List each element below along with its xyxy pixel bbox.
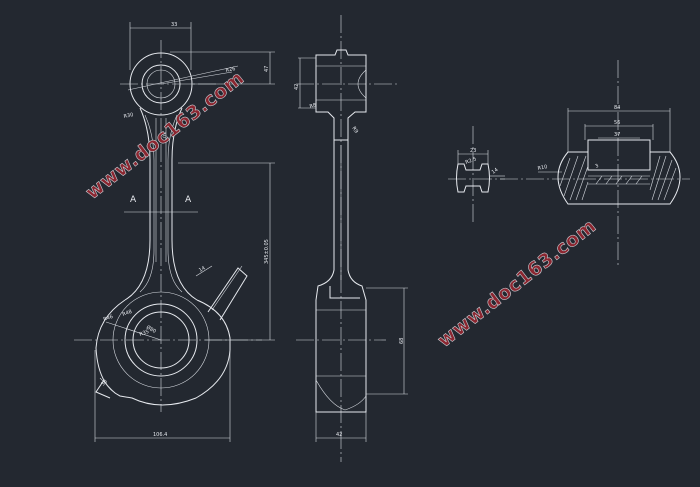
shank-inner-left [139, 114, 155, 293]
leader-small-r [127, 65, 239, 91]
dim-side-height: 68 [399, 338, 405, 344]
shank-inner-right [167, 114, 183, 293]
dim-big-end-r2: R48 [122, 309, 133, 318]
side-web [315, 140, 367, 413]
dim-small-end-height: 47 [264, 66, 270, 72]
section-label-right: A [185, 195, 192, 205]
dim-side-top: 42 [294, 84, 300, 90]
dim-bore-small: R26 [225, 66, 236, 74]
dim-center-distance: 345±0.05 [264, 239, 270, 264]
side-head-bushing [357, 69, 367, 99]
big-end-outer-ring [124, 303, 198, 377]
dim-detail-w3: 37 [614, 132, 620, 138]
dim-top-width: 33 [171, 22, 177, 28]
side-cap [329, 286, 360, 299]
shank-right-edge [171, 107, 198, 301]
leader-small-r2 [160, 71, 233, 85]
dim-side-r2: R9 [350, 126, 359, 135]
dim-side-bottom: 42 [336, 432, 342, 438]
detail-outline [557, 151, 681, 205]
leader-bolt [99, 377, 115, 393]
dim-angle: 30° [160, 131, 168, 141]
dim-section-width: 23 [470, 148, 476, 154]
big-end-bore [132, 311, 190, 369]
leader-flank [195, 265, 213, 277]
big-end-outline [95, 299, 231, 406]
shank-left-edge [124, 107, 151, 301]
watermark-1: www.doc163.com [82, 67, 249, 204]
dim-overall-width: 106.4 [153, 432, 167, 438]
dim-detail-r: R10 [537, 164, 548, 172]
dim-rod-flank: 14 [198, 265, 207, 273]
watermark-2: www.doc163.com [434, 215, 601, 352]
dim-big-end-r3: R35 [139, 329, 150, 338]
lower-notch [95, 379, 111, 399]
section-a-a: 23 R2.5 14 [448, 126, 505, 222]
front-view: A A 33 47 R26 R30 30° 345±0.05 14 R46 R4… [74, 22, 275, 442]
dim-side-r: R8 [309, 102, 317, 110]
detail-top-plate [587, 139, 651, 171]
dim-detail-w1: 84 [614, 105, 620, 111]
bolt-boss-line [211, 265, 243, 311]
small-end-inner [141, 64, 181, 104]
dim-detail-w2: 56 [614, 120, 620, 126]
side-view: 42 R8 R9 68 42 [294, 15, 408, 462]
section-label-left: A [130, 195, 137, 205]
leader-big-r1 [105, 321, 162, 341]
detail-hatch [559, 155, 677, 201]
small-end-bore [146, 69, 176, 99]
bolt-boss [207, 267, 248, 321]
side-big-bushing [315, 379, 367, 411]
dim-fillet-r30: R30 [123, 112, 134, 120]
dim-big-end-bore: Ø80 [145, 324, 157, 335]
dim-big-end-r1: R46 [103, 314, 114, 323]
dim-section-r: R2.5 [465, 156, 478, 166]
side-head [315, 49, 367, 141]
dim-detail-small: 3 [594, 163, 599, 170]
dim-bolt: 30 [100, 379, 109, 388]
detail-view: 84 56 37 R10 3 [500, 60, 690, 268]
dim-section-flank: 14 [491, 167, 500, 176]
